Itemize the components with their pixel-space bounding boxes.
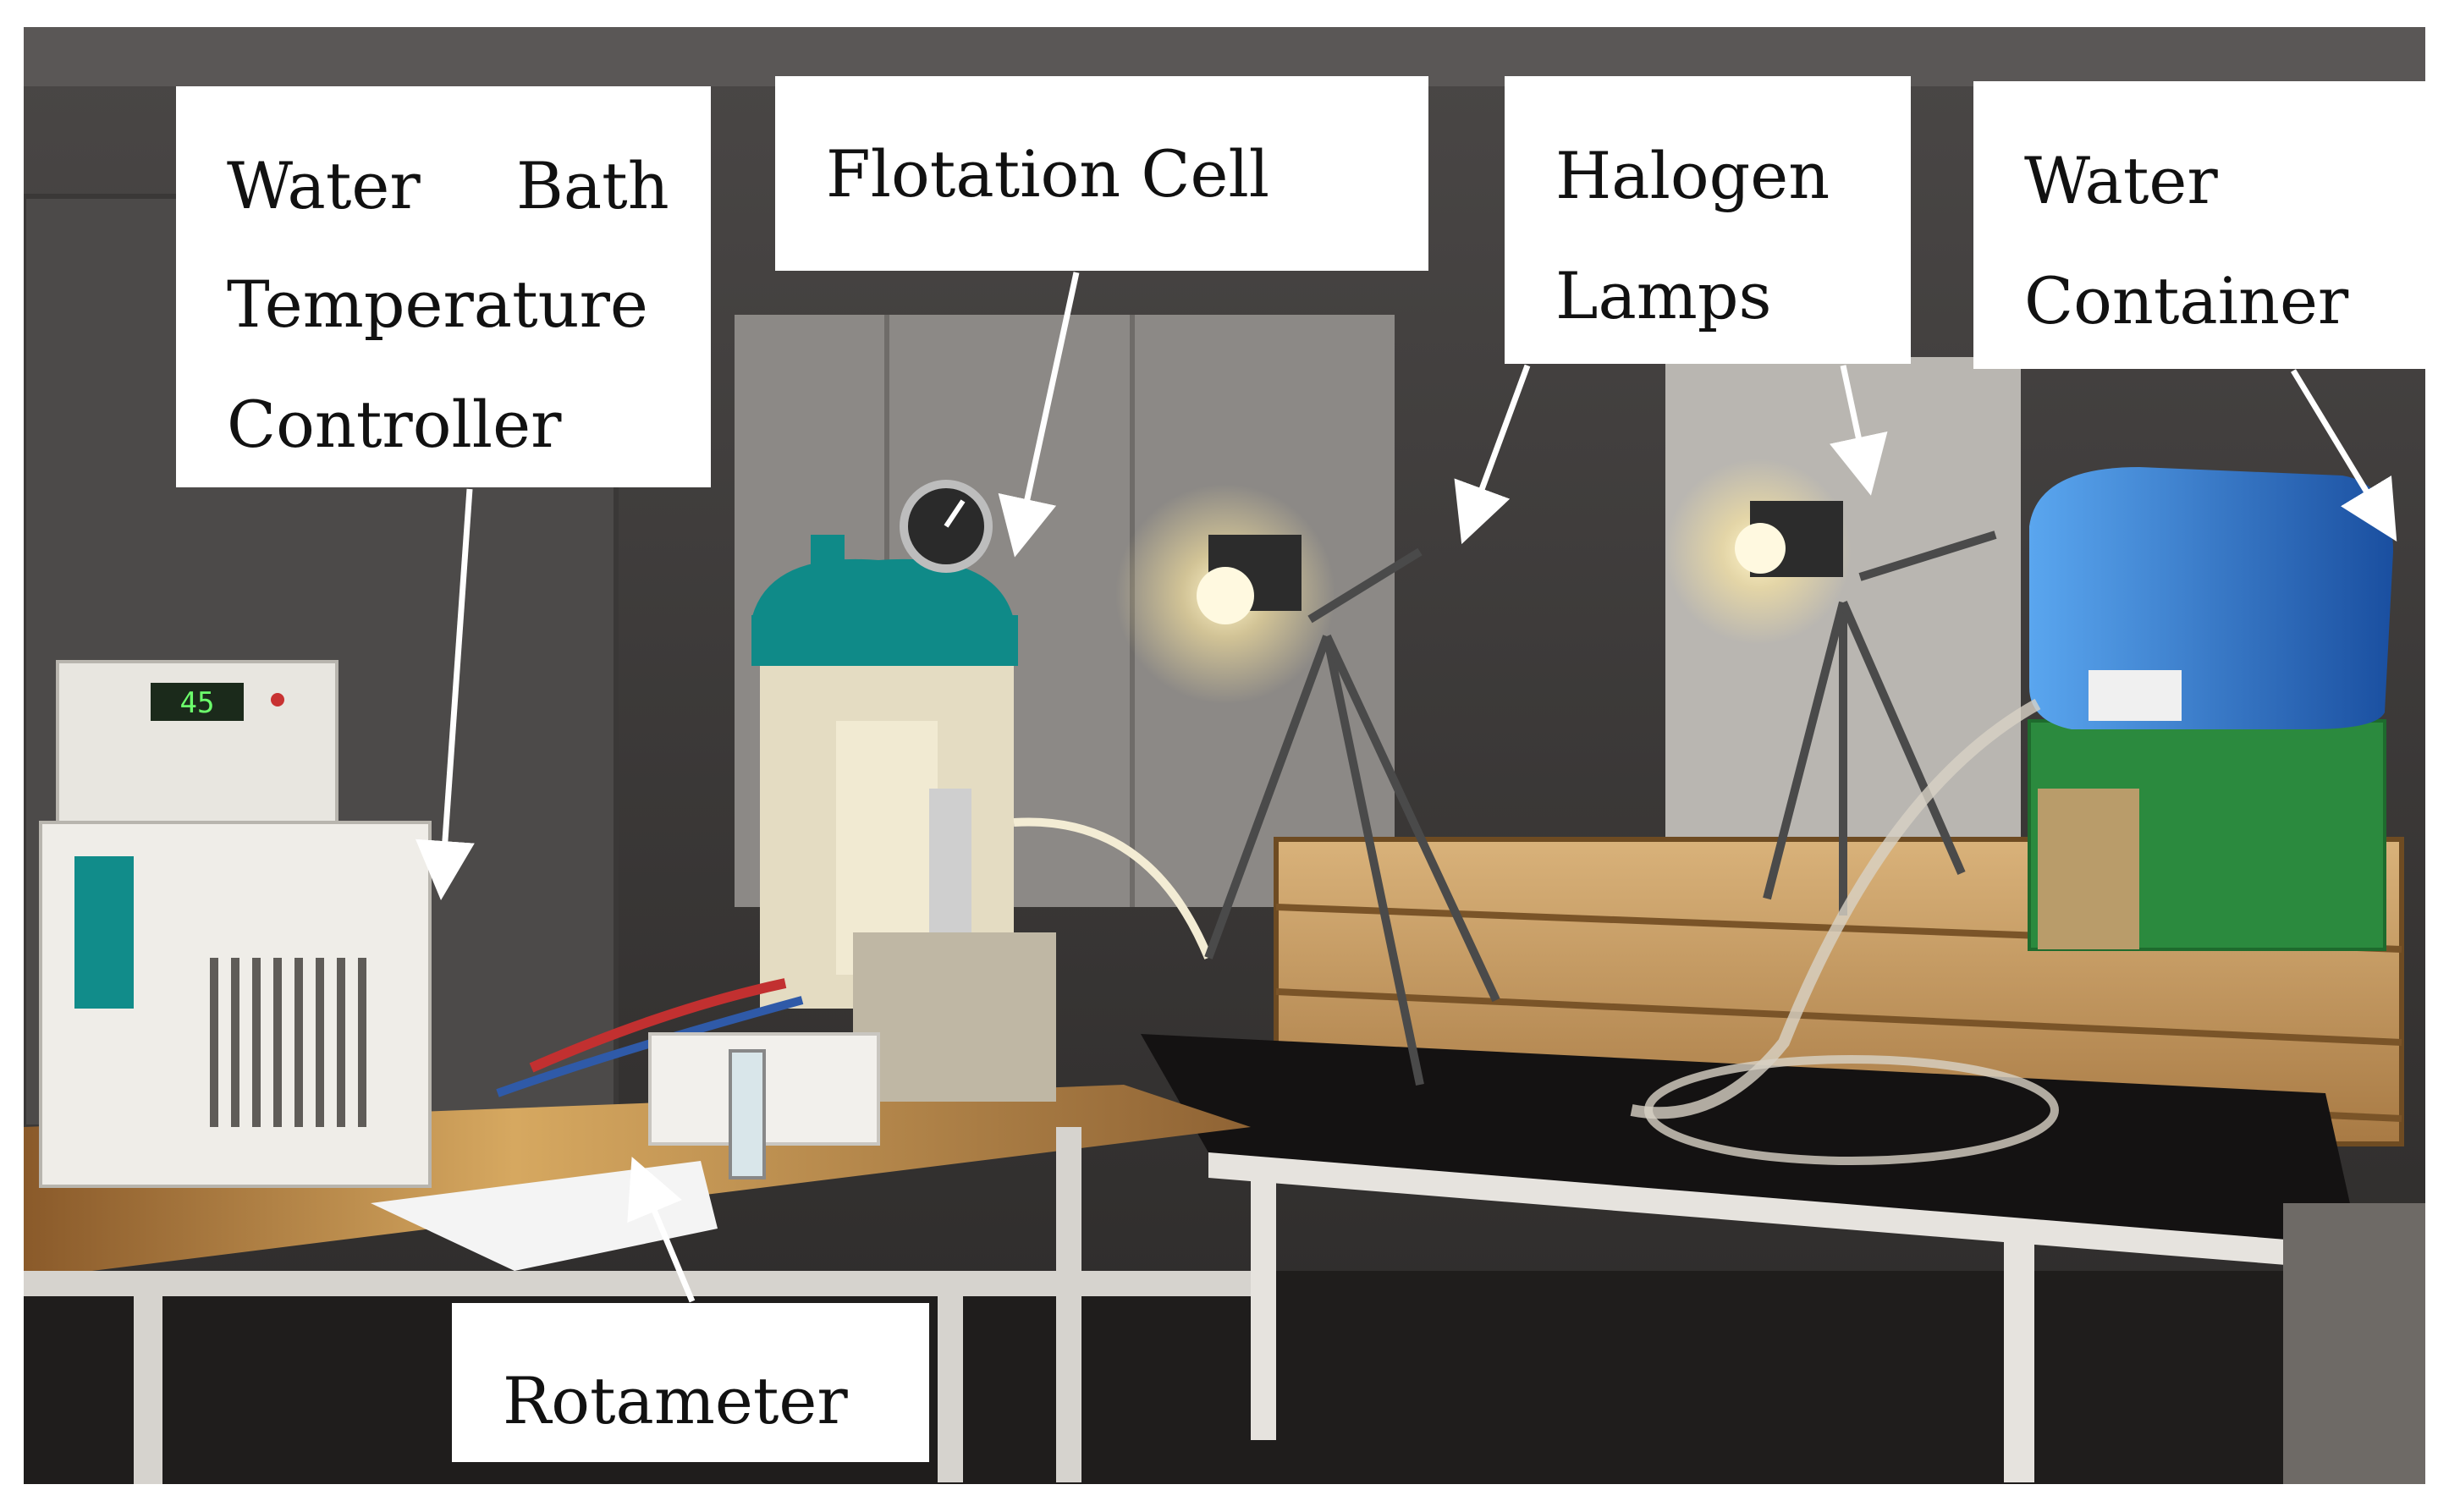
label-flotation-cell: Flotation Cell	[775, 76, 1428, 271]
rotameter-device	[729, 1049, 766, 1179]
label-water-bath-line2: Temperature	[227, 267, 648, 342]
red-hose	[529, 978, 787, 1073]
label-rotameter-text: Rotameter	[503, 1363, 848, 1438]
blue-water-container	[2029, 467, 2393, 729]
temperature-display	[151, 683, 244, 721]
water-bath-unit: 45	[39, 660, 432, 1188]
label-halogen-lamps: Halogen Lamps	[1505, 76, 1911, 364]
halogen-lamp-left	[1115, 484, 1500, 1086]
temperature-readout: 45	[180, 686, 215, 720]
metal-stand	[2283, 1203, 2425, 1484]
label-water-bath-word-water: Water	[227, 148, 421, 223]
label-water-bath: Water Bath Temperature Controller	[176, 86, 711, 487]
tubing-coil	[1644, 1055, 2059, 1165]
label-water-bath-line3: Controller	[227, 387, 562, 462]
label-water-container: Water Container	[1973, 81, 2425, 369]
label-water-container-line2: Container	[2024, 263, 2349, 338]
label-halogen-line1: Halogen	[1555, 138, 1830, 213]
label-flotation-cell-text: Flotation Cell	[826, 136, 1270, 212]
flotation-cell-machine	[751, 480, 1213, 1102]
blue-hose	[496, 996, 804, 1097]
label-halogen-line2: Lamps	[1555, 258, 1772, 333]
halogen-lamp-right	[1665, 459, 1997, 915]
label-water-bath-word-bath: Bath	[516, 148, 669, 223]
clear-tubing	[1630, 698, 2041, 1119]
floor	[24, 1271, 2425, 1484]
bench-frame	[1208, 1152, 2359, 1271]
label-rotameter: Rotameter	[452, 1303, 929, 1462]
black-bench-top	[1141, 1034, 2359, 1245]
label-water-container-line1: Water	[2024, 143, 2218, 218]
